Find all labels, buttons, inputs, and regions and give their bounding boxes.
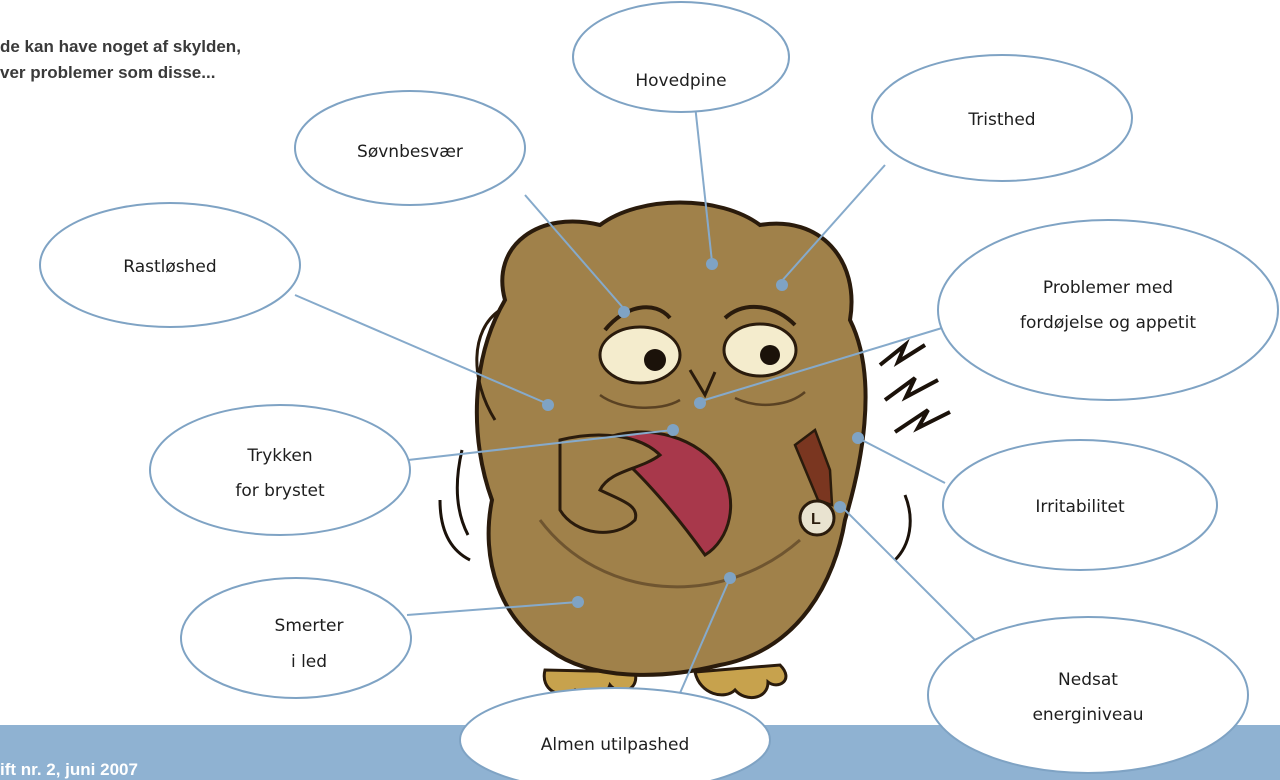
label-smerter-line2: i led [291,652,327,672]
dot-gauge [834,501,846,513]
dot-head [706,258,718,270]
bubble-irritabilitet: Irritabilitet [943,440,1217,570]
bubble-almen: Almen utilpashed [460,688,770,780]
label-tristhed: Tristhed [967,110,1035,130]
bubble-tristhed: Tristhed [872,55,1132,181]
bubble-problemer: Problemer med fordøjelse og appetit [938,220,1278,400]
bubble-sovnbesvaer: Søvnbesvær [295,91,525,205]
dot-side [542,399,554,411]
dot-chest [667,424,679,436]
label-trykken-line1: Trykken [246,446,312,466]
label-problemer-line1: Problemer med [1043,278,1173,298]
dot-stomach [694,397,706,409]
connector-irritabilitet [858,438,945,483]
dot-eye [618,306,630,318]
bubble-trykken: Trykken for brystet [150,405,410,535]
bubble-hovedpine: Hovedpine [573,2,789,112]
dot-forehead [776,279,788,291]
bubble-nedsat: Nedsat energiniveau [928,617,1248,773]
label-sovnbesvaer: Søvnbesvær [357,142,463,162]
dot-leg [572,596,584,608]
dot-belly [724,572,736,584]
owl-badge-letter: L [811,511,821,528]
label-trykken-line2: for brystet [235,481,325,501]
dot-wing [852,432,864,444]
label-nedsat-line2: energiniveau [1032,705,1143,725]
label-smerter-line1: Smerter [275,616,344,636]
owl-illustration: L [440,203,950,698]
label-rastloshed: Rastløshed [123,257,216,277]
label-problemer-line2: fordøjelse og appetit [1020,313,1196,333]
label-nedsat-line1: Nedsat [1058,670,1118,690]
label-irritabilitet: Irritabilitet [1035,497,1125,517]
label-hovedpine: Hovedpine [635,71,726,91]
bubble-rastloshed: Rastløshed [40,203,300,327]
label-almen: Almen utilpashed [541,735,690,755]
bubble-smerter: Smerter i led [181,578,411,698]
